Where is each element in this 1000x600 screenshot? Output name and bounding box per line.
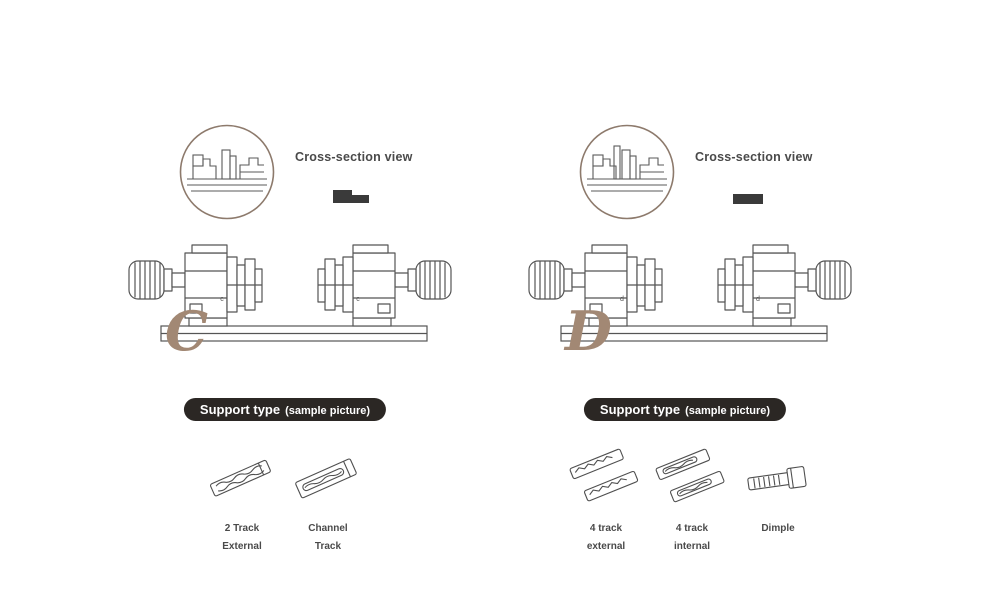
sample-label-line2: Track — [314, 540, 342, 552]
clamp-marking-left: d — [620, 296, 624, 303]
support-type-badge: Support type (sample picture) — [583, 398, 787, 421]
four-track-internal-key-icon — [655, 446, 726, 505]
sample-label-line1: 2 Track — [224, 523, 260, 534]
sample-channel-track: Channel Track — [289, 448, 367, 555]
support-type-note: (sample picture) — [685, 405, 771, 417]
cross-section-magnifier-circle — [579, 124, 675, 220]
cross-section-view-label: Cross-section view — [295, 150, 413, 164]
sample-2-track-external: 2 Track External — [203, 448, 281, 555]
section-profile-icon — [333, 190, 369, 203]
sample-label: Channel Track — [308, 520, 347, 555]
sample-4-track-internal: 4 track internal — [653, 446, 731, 555]
sample-label-line1: 4 track — [675, 523, 709, 534]
clamp-marking-left: c — [220, 296, 224, 303]
dimple-key-icon — [746, 465, 807, 495]
clamp-section-d: Cross-section view d d D Support type (s… — [485, 110, 885, 580]
sample-label: 4 track internal — [674, 520, 710, 555]
sample-label-line1: 4 track — [589, 523, 623, 534]
sample-4-track-external: 4 track external — [567, 446, 645, 555]
support-type-badge: Support type (sample picture) — [183, 398, 387, 421]
sample-label-line1: Channel — [308, 523, 348, 534]
support-samples: 4 track external 4 track internal Dimple — [492, 446, 892, 555]
clamp-marking-right: c — [356, 296, 360, 303]
clamp-letter: C — [165, 299, 208, 363]
sample-label: Dimple — [761, 520, 794, 538]
section-profile-icon — [733, 194, 763, 204]
clamp-drawing: d d — [525, 238, 855, 356]
four-track-external-key-icon — [569, 446, 639, 504]
support-type-title: Support type — [599, 402, 681, 417]
clamp-section-c: Cross-section view c c C Support type (s… — [85, 110, 485, 580]
clamp-letter: D — [565, 299, 612, 363]
sample-dimple: Dimple — [739, 448, 817, 538]
sample-label-line1: Dimple — [761, 523, 795, 534]
sample-label: 4 track external — [587, 520, 625, 555]
clamp-drawing: c c — [125, 238, 455, 356]
sample-label: 2 Track External — [222, 520, 261, 555]
sample-label-line2: internal — [673, 540, 711, 552]
support-type-note: (sample picture) — [285, 405, 371, 417]
channel-track-key-icon — [294, 457, 358, 499]
cross-section-view-label: Cross-section view — [695, 150, 813, 164]
cross-section-magnifier-circle — [179, 124, 275, 220]
support-type-title: Support type — [199, 402, 281, 417]
sample-label-line2: external — [586, 540, 626, 552]
clamp-marking-right: d — [756, 296, 760, 303]
clamp-illustration: c c C — [125, 238, 455, 363]
support-samples: 2 Track External Channel Track — [85, 448, 485, 555]
clamp-illustration: d d D — [525, 238, 855, 363]
two-track-external-key-icon — [209, 459, 272, 498]
sample-label-line2: External — [222, 540, 262, 552]
